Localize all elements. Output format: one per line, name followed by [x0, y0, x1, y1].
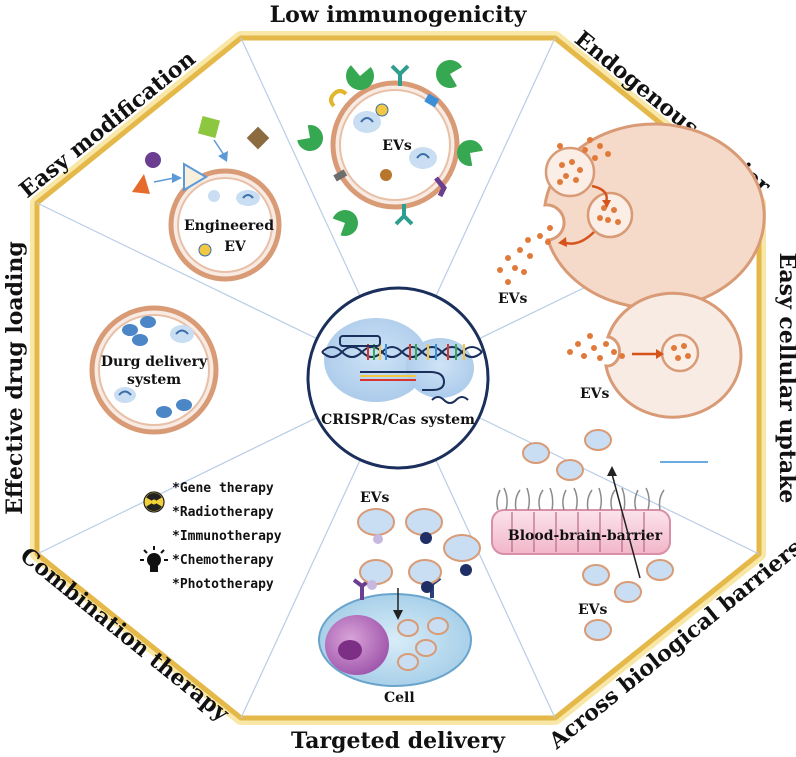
- pacman-icon: [346, 65, 374, 90]
- engineered-ev-label: EV: [224, 239, 247, 255]
- cargo-dot: [380, 169, 392, 181]
- combination-therapy-panel: *Gene therapy *Radiotherapy *Immunothera…: [140, 481, 282, 592]
- evs-label: EVs: [578, 602, 608, 618]
- low-immunogenicity-panel: EVs: [297, 60, 483, 236]
- easy-modification-panel: Engineered EV: [132, 115, 282, 282]
- pacman-icon: [436, 60, 463, 88]
- endosome: [586, 191, 634, 239]
- cargo-dot: [375, 103, 389, 117]
- title-easy-cellular-uptake: Easy cellular uptake: [774, 253, 796, 504]
- antibody-icon: [390, 64, 410, 86]
- engineered-ev-label: Engineered: [184, 218, 274, 234]
- crispr-center: CRISPR/Cas system: [306, 286, 490, 470]
- cargo-blob: [353, 111, 381, 133]
- evs-label: EVs: [580, 386, 610, 402]
- easy-cellular-uptake-panel: EVs: [567, 291, 743, 419]
- pacman-icon: [332, 210, 358, 236]
- internalized-evs: [397, 617, 449, 671]
- targeted-delivery-panel: EVs Cell: [318, 490, 481, 706]
- dna-open-region: [339, 335, 381, 347]
- antibody-icon: [394, 204, 414, 226]
- lightbulb-icon: [140, 546, 168, 572]
- guide-rna: [360, 371, 469, 404]
- drug-delivery-label: Durg delivery: [101, 354, 208, 370]
- receptor-icon: [434, 176, 447, 198]
- endogenous-carrier-panel: EVs: [497, 122, 766, 310]
- bbb-label: Blood-brain-barrier: [508, 528, 663, 544]
- receptor-icon: [333, 169, 348, 182]
- pacman-icon: [297, 125, 323, 151]
- therapy-item: *Radiotherapy: [172, 505, 274, 520]
- title-targeted-delivery: Targeted delivery: [291, 728, 506, 754]
- triangle-ligand: [132, 174, 150, 194]
- title-low-immunogenicity: Low immunogenicity: [270, 2, 528, 28]
- evs-label: EVs: [498, 291, 528, 307]
- therapy-item: *Chemotherapy: [172, 553, 274, 568]
- bbb-wall: [491, 509, 671, 555]
- receptor-icon: [424, 93, 440, 108]
- cell-label: Cell: [384, 690, 415, 706]
- ev-particles: [522, 429, 674, 641]
- center-label: CRISPR/Cas system: [321, 412, 475, 428]
- cargo-blob: [409, 147, 437, 169]
- title-effective-drug-loading: Effective drug loading: [2, 241, 28, 515]
- triangle-ligand: [183, 162, 208, 192]
- therapy-item: *Phototherapy: [172, 577, 274, 592]
- base-pairs: [367, 344, 465, 360]
- evs-label: EVs: [360, 490, 390, 506]
- pacman-icon: [457, 140, 483, 166]
- across-biological-barriers-panel: Blood-brain-barrier EVs: [491, 429, 708, 641]
- evs-label: EVs: [382, 138, 412, 154]
- circle-ligand: [145, 152, 161, 168]
- ev-particles: [357, 508, 481, 585]
- endosome: [660, 333, 700, 373]
- microvilli: [496, 487, 665, 511]
- therapy-item: *Immunotherapy: [172, 529, 282, 544]
- endosome: [544, 146, 596, 198]
- effective-drug-loading-panel: Durg delivery system: [89, 305, 219, 435]
- drug-delivery-label: system: [127, 372, 181, 388]
- therapy-item: *Gene therapy: [172, 481, 274, 496]
- receptor-icon: [329, 89, 348, 108]
- square-ligand: [197, 115, 221, 139]
- cell-membrane: [543, 122, 766, 310]
